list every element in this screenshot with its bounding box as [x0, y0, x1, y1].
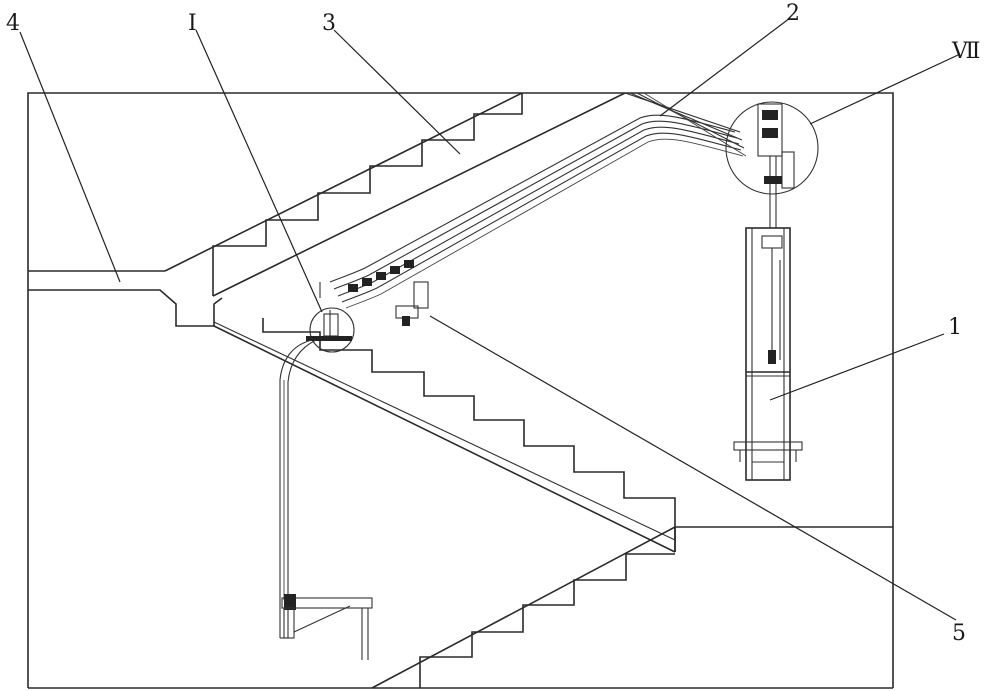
- lower-stair-flight: [213, 318, 676, 553]
- upper-stair-flight: [164, 92, 626, 297]
- vertical-rail: [279, 339, 317, 639]
- callout-I: I: [188, 11, 197, 36]
- callout-4: 4: [6, 11, 20, 36]
- leader-lines: [19, 17, 959, 621]
- callout-2: 2: [786, 1, 800, 26]
- rail-bracket: [395, 281, 429, 326]
- callout-5: 5: [952, 621, 966, 646]
- chair-seat: [281, 594, 373, 660]
- building-outline: [27, 92, 894, 689]
- callout-1: 1: [948, 315, 962, 340]
- callout-labels: 4 I 3 2 Ⅶ 1 5: [6, 1, 980, 646]
- guide-rail: [319, 92, 747, 309]
- detail-circle-VII: [725, 101, 819, 200]
- construction-lines: [213, 321, 676, 541]
- lifting-unit: [733, 200, 803, 481]
- callout-3: 3: [322, 11, 336, 36]
- bottom-stair-flight: [371, 526, 676, 689]
- detail-circle-I: [306, 307, 355, 353]
- callout-VII: Ⅶ: [951, 39, 980, 64]
- landing-slab: [28, 270, 223, 327]
